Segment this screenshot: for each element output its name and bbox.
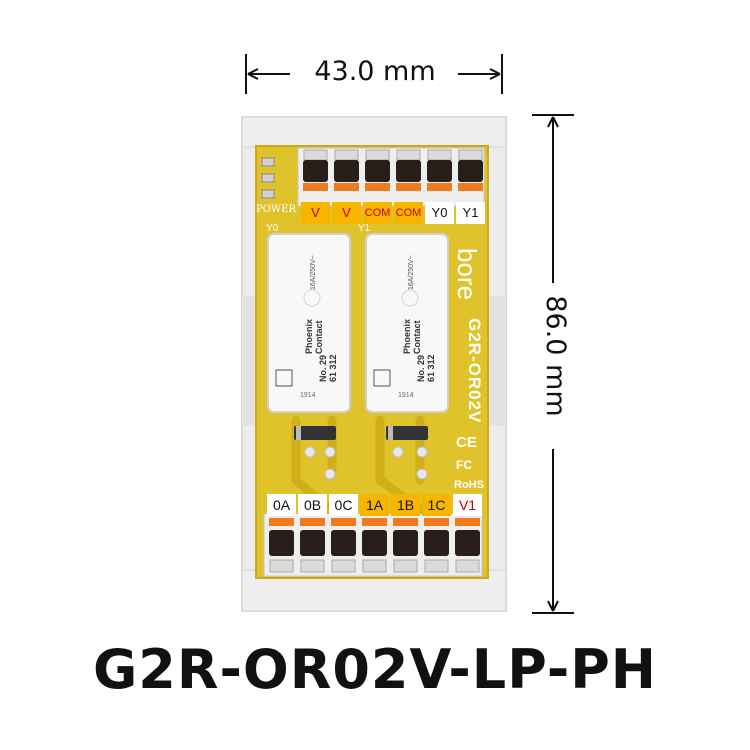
top-terminal-0[interactable] (303, 149, 328, 191)
top-terminal-label-4: Y0 (425, 202, 454, 224)
diode-1 (294, 426, 336, 440)
brand-logo: bore (452, 248, 482, 301)
bottom-terminal-label-3: 1A (360, 494, 389, 516)
bottom-terminal-2[interactable] (331, 518, 356, 573)
bottom-terminal-5[interactable] (424, 518, 449, 573)
top-terminal-3[interactable] (396, 149, 421, 191)
relay-1-part: No. 29 61 312 (318, 354, 338, 382)
bottom-terminal-3[interactable] (362, 518, 387, 573)
top-terminal-label-1: V (332, 202, 361, 224)
relay-1-code: 1914 (300, 392, 316, 399)
relay-2-part: No. 29 61 312 (416, 354, 436, 382)
bottom-terminal-label-0: 0A (267, 494, 296, 516)
bottom-terminal-1[interactable] (300, 518, 325, 573)
top-terminal-5[interactable] (458, 149, 483, 191)
bottom-terminal-label-1: 0B (298, 494, 327, 516)
bottom-terminal-4[interactable] (393, 518, 418, 573)
power-label: POWER (256, 204, 297, 215)
status-leds (261, 157, 275, 199)
relay-1-rating: 16A/250V~ (310, 255, 317, 290)
top-terminal-label-5: Y1 (456, 202, 485, 224)
top-terminal-2[interactable] (365, 149, 390, 191)
top-terminal-1[interactable] (334, 149, 359, 191)
top-terminal-label-3: COM (394, 202, 423, 224)
top-terminal-label-0: V (301, 202, 330, 224)
ce-mark: CE (456, 434, 477, 451)
relay-1-maker: Phoenix Contact (304, 318, 324, 354)
channel-label-y1: Y1 (358, 223, 371, 234)
top-terminal-label-2: COM (363, 202, 392, 224)
relay-body-1 (267, 233, 351, 413)
bottom-terminal-label-2: 0C (329, 494, 358, 516)
relay-2-code: 1914 (398, 392, 414, 399)
width-dimension-label: 43.0 mm (314, 56, 436, 87)
product-model-title: G2R-OR02V-LP-PH (92, 638, 658, 701)
bottom-terminal-0[interactable] (269, 518, 294, 573)
relay-2-rating: 16A/250V~ (408, 255, 415, 290)
top-terminal-4[interactable] (427, 149, 452, 191)
diode-2 (386, 426, 428, 440)
relay-2-text: Phoenix Contact No. 29 61 312 16A/250V~ … (366, 234, 448, 412)
rohs-mark: RoHS (454, 479, 484, 491)
bottom-terminal-label-4: 1B (391, 494, 420, 516)
relay-1-text: Phoenix Contact No. 29 61 312 16A/250V~ … (268, 234, 350, 412)
bottom-terminal-label-6: V1 (453, 494, 482, 516)
bottom-terminal-label-5: 1C (422, 494, 451, 516)
bottom-terminal-6[interactable] (455, 518, 480, 573)
top-terminal-block (297, 147, 485, 207)
fc-mark: FC (456, 458, 472, 472)
board-model-print: G2R-OR02V (465, 318, 484, 424)
relay-2-maker: Phoenix Contact (402, 318, 422, 354)
channel-label-y0: Y0 (266, 223, 279, 234)
relay-body-2 (365, 233, 449, 413)
